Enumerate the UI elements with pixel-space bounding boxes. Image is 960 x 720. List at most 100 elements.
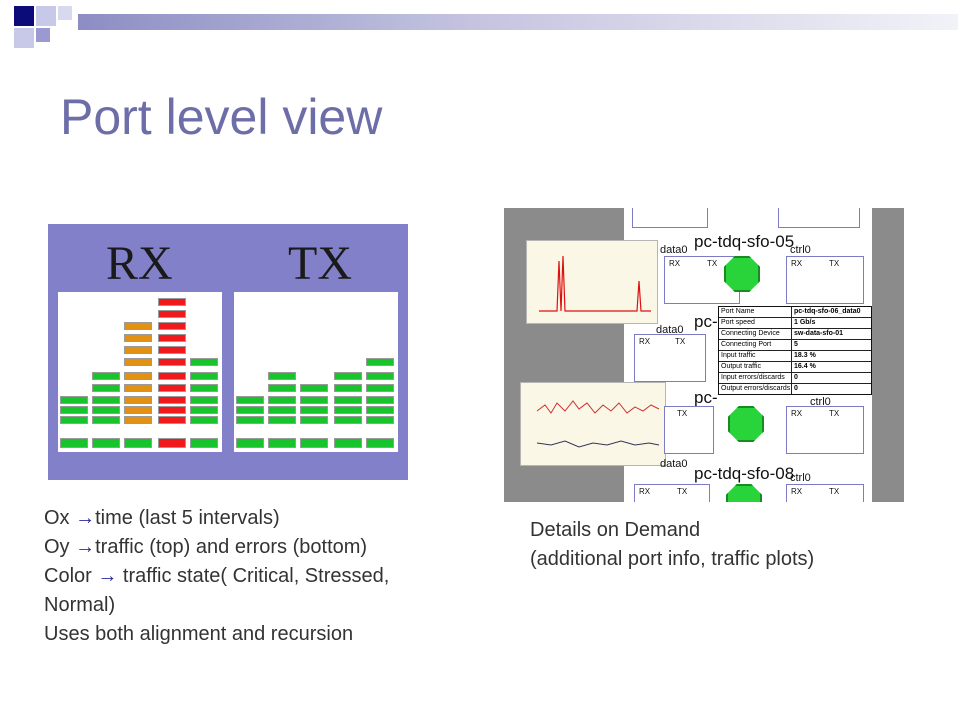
traffic-bar [236, 396, 264, 404]
tx-mini-label: TX [677, 409, 688, 418]
traffic-bar [268, 396, 296, 404]
rx-mini-label: RX [791, 409, 803, 418]
header-decoration [0, 0, 960, 52]
caption-line: Details on Demand [530, 519, 701, 541]
traffic-bar [158, 310, 186, 318]
caption-line: Uses both alignment and recursion [44, 623, 354, 645]
caption-left: Ox →time (last 5 intervals) Oy →traffic … [44, 504, 389, 649]
port-panel-highlighted: RX TX [634, 334, 706, 382]
traffic-bar [190, 358, 218, 366]
rx-mini-label: RX [791, 487, 803, 496]
port-panel [778, 208, 860, 228]
error-bar [158, 438, 186, 448]
rx-mini-label: RX [639, 337, 651, 346]
traffic-bar [158, 416, 186, 424]
traffic-bar [190, 406, 218, 414]
traffic-bar [300, 384, 328, 392]
traffic-bar [60, 406, 88, 414]
tx-mini-label: TX [675, 337, 686, 346]
error-bar [190, 438, 218, 448]
tx-mini-label: TX [829, 487, 840, 496]
traffic-bar [124, 416, 152, 424]
deco-gradient-bar [78, 14, 958, 30]
traffic-bar [124, 334, 152, 342]
details-on-demand-figure: pc-tdq-sfo-05 data0 ctrl0 RX TX RX TX pc… [504, 208, 904, 502]
port-panel: RX TX [786, 406, 864, 454]
node-label: pc-tdq-sfo-08 [694, 464, 795, 483]
port-panel: TX [664, 406, 714, 454]
traffic-bar [268, 372, 296, 380]
deco-square-dark [14, 6, 34, 26]
rx-panel [58, 292, 222, 452]
traffic-bar [366, 416, 394, 424]
caption-right: Details on Demand (additional port info,… [530, 516, 814, 574]
caption-line: Normal) [44, 594, 116, 616]
caption-line: Color → traffic state( Critical, Stresse… [44, 565, 390, 587]
error-bar [268, 438, 296, 448]
traffic-bar [124, 372, 152, 380]
traffic-bar [366, 396, 394, 404]
traffic-bar [190, 384, 218, 392]
traffic-bar [158, 322, 186, 330]
traffic-bar [158, 396, 186, 404]
error-bar [92, 438, 120, 448]
traffic-bar [158, 334, 186, 342]
tx-mini-label: TX [677, 487, 688, 496]
traffic-bar [60, 416, 88, 424]
traffic-bar [300, 406, 328, 414]
traffic-bar [300, 416, 328, 424]
traffic-bar [124, 396, 152, 404]
traffic-bar [124, 358, 152, 366]
traffic-bar [366, 372, 394, 380]
traffic-bar [366, 384, 394, 392]
tx-mini-label: TX [707, 259, 718, 268]
traffic-bar [60, 396, 88, 404]
port-panel: RX TX [786, 484, 864, 502]
traffic-bar [190, 396, 218, 404]
port-panel: RX TX [786, 256, 864, 304]
traffic-plot-svg [539, 255, 651, 312]
traffic-bar [92, 396, 120, 404]
traffic-bar [92, 406, 120, 414]
iface-label: data0 [656, 324, 684, 336]
traffic-bar [158, 406, 186, 414]
traffic-plot [520, 382, 666, 466]
error-bar [236, 438, 264, 448]
deco-square-light [36, 6, 56, 26]
traffic-bar [236, 406, 264, 414]
node-label: pc-tdq-sfo-05 [694, 232, 795, 251]
traffic-bar [124, 346, 152, 354]
iface-label: ctrl0 [810, 396, 831, 408]
traffic-bar [92, 384, 120, 392]
caption-line: Oy →traffic (top) and errors (bottom) [44, 536, 368, 558]
iface-label: ctrl0 [790, 472, 811, 484]
caption-line: (additional port info, traffic plots) [530, 548, 815, 570]
traffic-bar [366, 358, 394, 366]
deco-square-light [58, 6, 72, 20]
tx-panel [234, 292, 398, 452]
deco-square-mid [36, 28, 50, 42]
traffic-bar [268, 416, 296, 424]
traffic-bar [124, 322, 152, 330]
rx-mini-label: RX [791, 259, 803, 268]
error-bar [124, 438, 152, 448]
rx-tx-figure: RX TX [48, 224, 408, 480]
caption-line: Ox →time (last 5 intervals) [44, 507, 280, 529]
traffic-bar [334, 384, 362, 392]
iface-label: ctrl0 [790, 244, 811, 256]
port-panel: RX TX [634, 484, 710, 502]
iface-label: data0 [660, 244, 688, 256]
page-title: Port level view [60, 89, 383, 145]
traffic-bar [334, 396, 362, 404]
error-bar [60, 438, 88, 448]
error-bar [334, 438, 362, 448]
traffic-bar [268, 384, 296, 392]
traffic-bar [158, 372, 186, 380]
traffic-plot-svg [536, 400, 660, 448]
